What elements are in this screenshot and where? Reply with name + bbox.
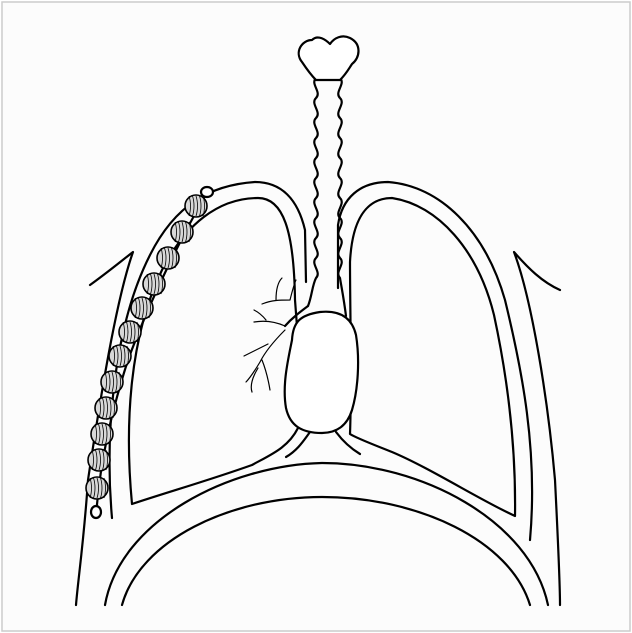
chest-tube-bead <box>185 195 207 217</box>
chest-tube-bead <box>95 397 117 419</box>
chest-tube-bead <box>171 221 193 243</box>
chest-tube-bead <box>131 297 153 319</box>
chest-tube-bead <box>119 321 141 343</box>
chest-tube-bead <box>86 477 108 499</box>
chest-tube-bead <box>88 449 110 471</box>
chest-tube-bead <box>109 345 131 367</box>
chest-tube-bead <box>91 423 113 445</box>
chest-tube-bead <box>157 247 179 269</box>
heart <box>285 312 358 433</box>
chest-tube-bead <box>101 371 123 393</box>
chest-tube-end <box>91 506 101 518</box>
chest-tube-bead <box>143 273 165 295</box>
chest-tube-tip <box>201 187 213 197</box>
